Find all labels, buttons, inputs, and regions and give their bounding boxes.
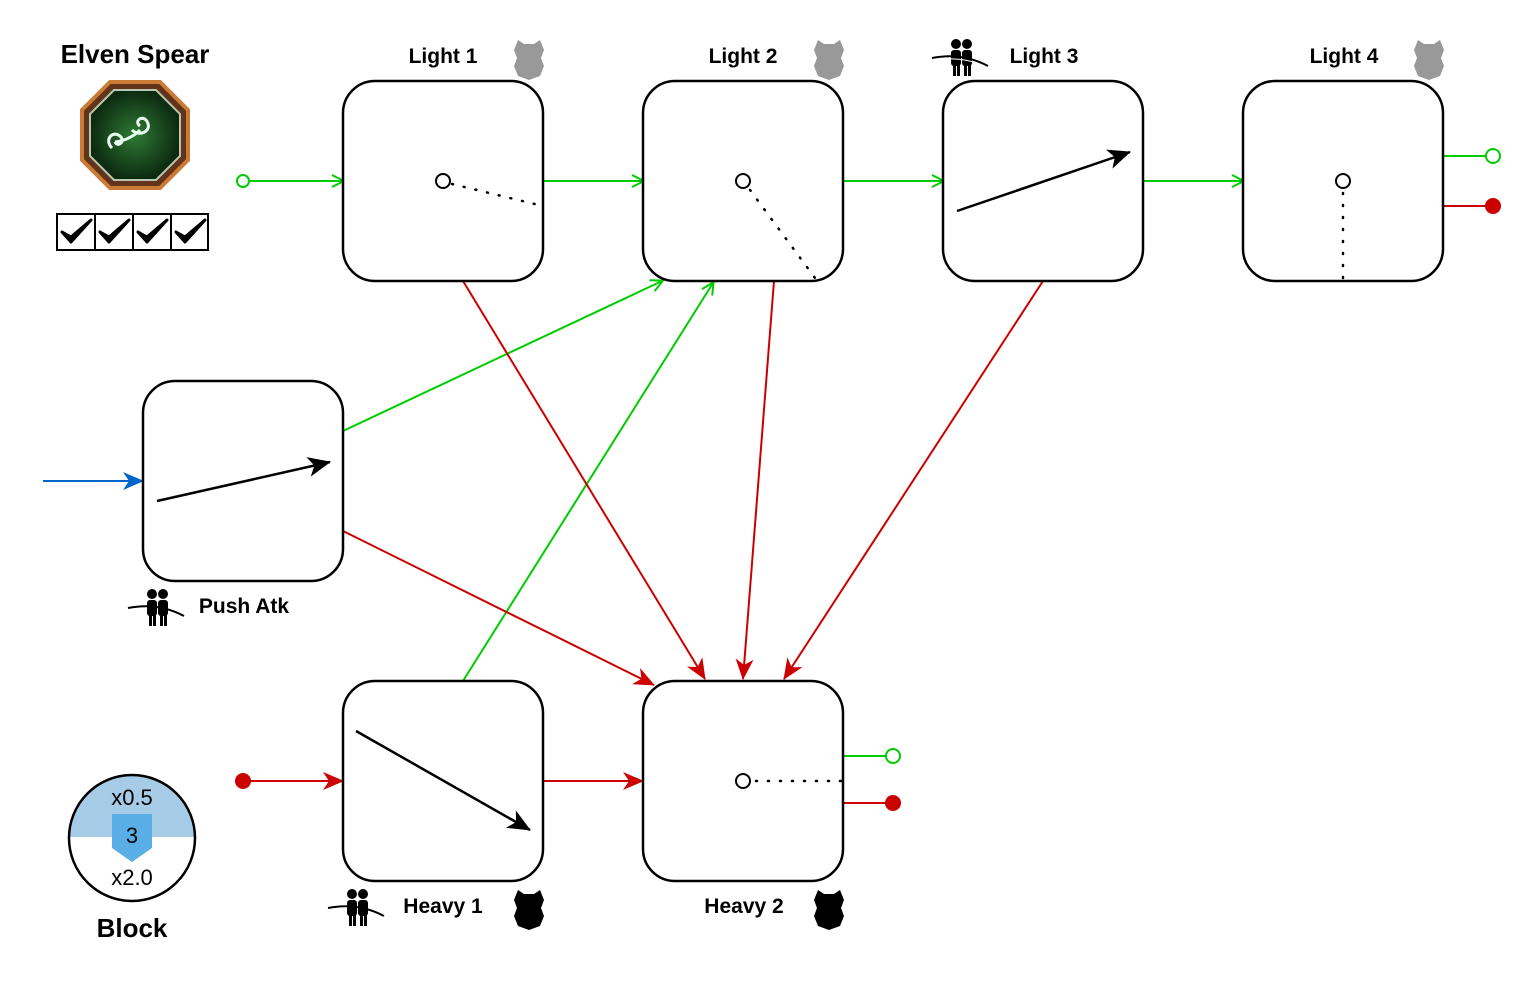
edge-light2-heavy2 <box>735 280 775 680</box>
light-armor-icon <box>514 40 544 80</box>
block-indicator: x0.5 3 x2.0 Block <box>67 773 197 943</box>
node-light3[interactable]: Light 3 <box>931 39 1145 283</box>
node-label: Light 2 <box>709 45 778 68</box>
light-output-terminal <box>1485 148 1501 164</box>
push-effect-icon <box>931 39 989 76</box>
heavy-output-terminal <box>1485 198 1501 214</box>
node-label: Heavy 2 <box>704 895 783 918</box>
block-top-multiplier: x0.5 <box>111 785 153 810</box>
light-armor-icon <box>1414 40 1444 80</box>
block-label: Block <box>97 913 168 943</box>
edge-push-heavy2 <box>342 530 655 686</box>
edge-light3-heavy2 <box>783 280 1044 680</box>
node-light4[interactable]: Light 4 <box>1241 40 1445 283</box>
shield-icon <box>112 814 152 862</box>
completion-checks <box>56 213 209 251</box>
check-icon <box>60 218 207 244</box>
edge-light1-heavy2 <box>462 280 706 680</box>
light-output-terminal <box>885 748 901 764</box>
node-label: Heavy 1 <box>403 895 483 918</box>
block-value: 3 <box>126 823 138 848</box>
node-label: Light 3 <box>1010 45 1079 68</box>
node-label: Push Atk <box>199 595 290 618</box>
node-label: Light 1 <box>409 45 478 68</box>
node-heavy2[interactable]: Heavy 2 <box>641 679 845 930</box>
sweep-path <box>450 182 545 208</box>
node-light2[interactable]: Light 2 <box>641 40 845 283</box>
push-effect-icon <box>127 589 185 626</box>
block-bottom-multiplier: x2.0 <box>111 865 153 890</box>
edges <box>43 148 1501 811</box>
slash-path <box>355 729 531 832</box>
triskelion-rune-icon <box>80 80 190 190</box>
pivot-icon <box>435 173 451 189</box>
heavy-armor-icon <box>514 890 544 930</box>
node-push-attack[interactable]: Push Atk <box>127 379 345 626</box>
node-heavy1[interactable]: Heavy 1 <box>327 679 545 930</box>
light-start-terminal <box>236 174 250 188</box>
heavy-output-terminal <box>885 795 901 811</box>
pivot-icon <box>735 173 751 189</box>
push-effect-icon <box>327 889 385 926</box>
node-light1[interactable]: Light 1 <box>341 40 545 283</box>
edge-heavy1-light2 <box>462 283 713 682</box>
light-armor-icon <box>814 40 844 80</box>
weapon-name: Elven Spear <box>61 39 210 69</box>
node-label: Light 4 <box>1310 45 1379 68</box>
edge-push-light2 <box>342 281 662 432</box>
thrust-path <box>956 149 1131 213</box>
heavy-armor-icon <box>814 890 844 930</box>
pivot-icon <box>735 773 751 789</box>
pivot-icon <box>1335 173 1351 189</box>
thrust-path <box>156 457 331 503</box>
